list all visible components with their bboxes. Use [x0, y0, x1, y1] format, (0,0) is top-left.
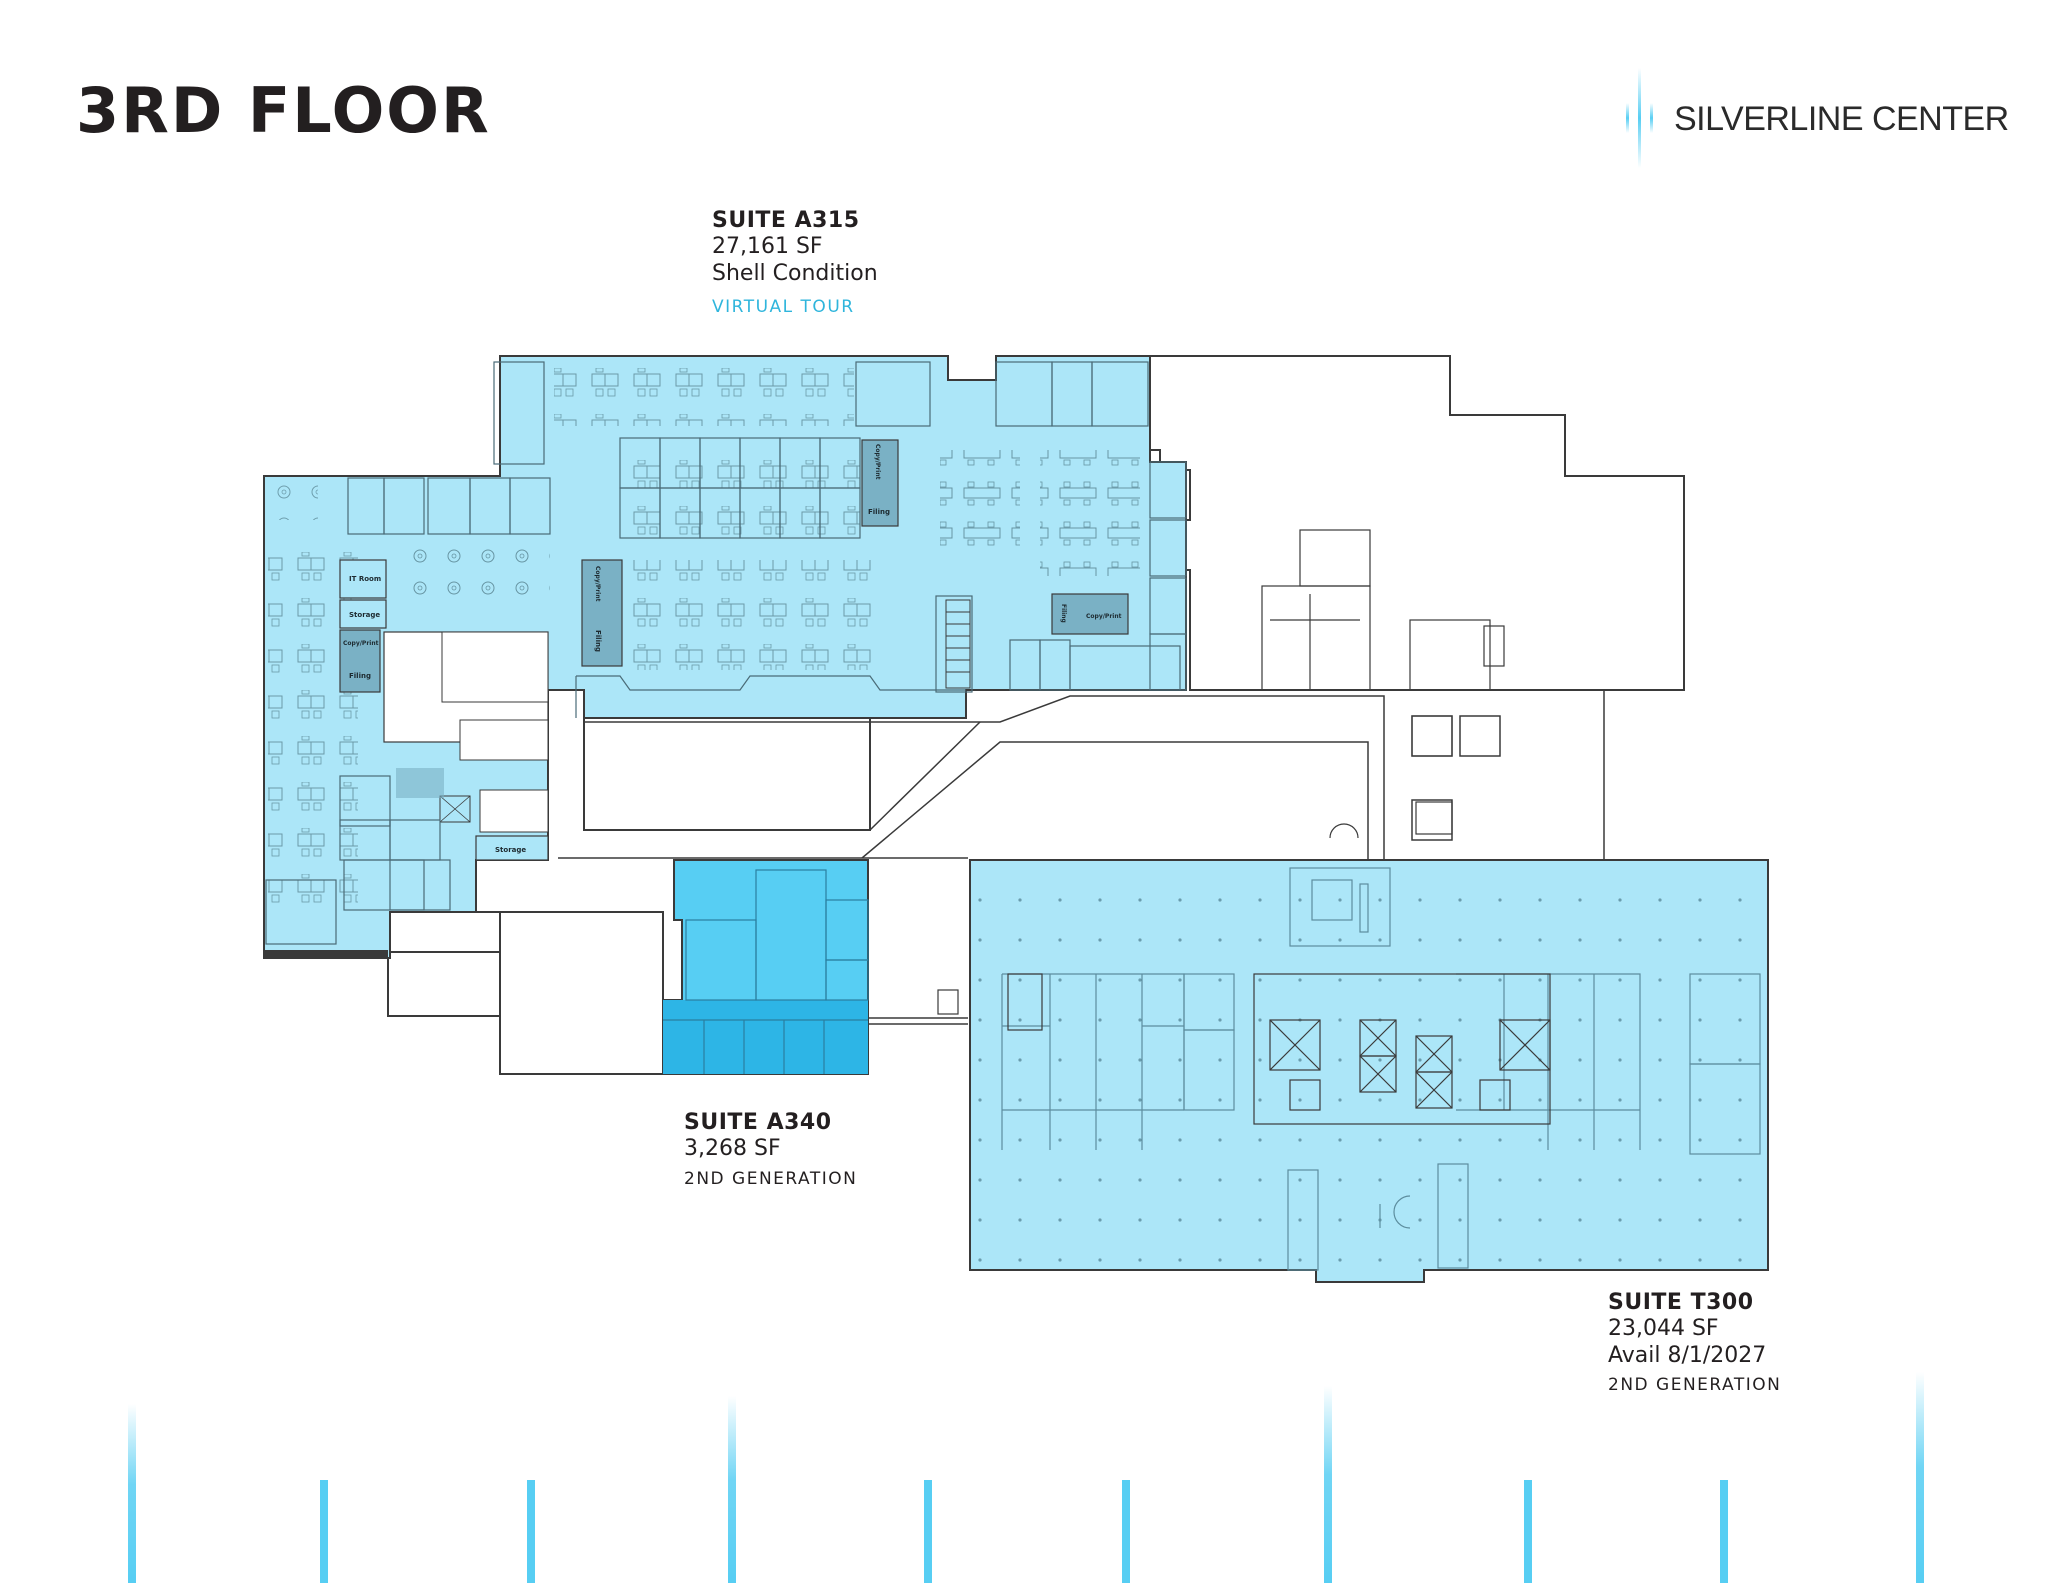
suite-status: Avail 8/1/2027	[1608, 1342, 1767, 1368]
room-label-filing: Filing	[1060, 604, 1067, 623]
brand-name: SILVERLINE CENTER	[1674, 100, 2009, 138]
light-bar	[1122, 1480, 1130, 1583]
light-bar	[1720, 1480, 1728, 1583]
southwest-ledge	[387, 951, 501, 1017]
suite-area: 23,044 SF	[1608, 1316, 1719, 1342]
elevator-icon	[1459, 715, 1501, 757]
room-label-copy-print: Copy/Print	[594, 566, 601, 602]
page-title: 3RD FLOOR	[76, 74, 491, 147]
suite-t300-label: SUITE T300 23,044 SF Avail 8/1/2027 2ND …	[1608, 1290, 1781, 1396]
a315-service-rooms	[339, 439, 1129, 861]
light-beam-logo-icon	[1626, 68, 1653, 168]
room-label-storage: Storage	[495, 846, 526, 854]
t300-partitions	[1001, 867, 1761, 1271]
suite-condition: 2ND GENERATION	[1608, 1375, 1782, 1396]
light-bar	[527, 1480, 535, 1583]
a340-partitions	[663, 869, 869, 1074]
light-bar	[1324, 1386, 1332, 1583]
light-bar	[1524, 1480, 1532, 1583]
south-shell-area	[390, 911, 664, 1075]
suite-area: 3,268 SF	[684, 1136, 781, 1162]
elevator-icon	[1411, 715, 1453, 757]
connectors	[937, 973, 1043, 1031]
room-label-copy-print: Copy/Print	[874, 444, 881, 480]
brand-logo: SILVERLINE CENTER	[1620, 68, 2020, 178]
room-label-filing: Filing	[868, 508, 890, 516]
suite-name: SUITE A315	[712, 208, 860, 233]
suite-condition: 2ND GENERATION	[684, 1168, 858, 1189]
virtual-tour-link[interactable]: VIRTUAL TOUR	[712, 297, 855, 318]
suite-a340[interactable]	[662, 859, 869, 1075]
suite-name: SUITE T300	[1608, 1290, 1754, 1315]
light-bar	[728, 1396, 736, 1583]
room-label-copy-print: Copy/Print	[1086, 613, 1122, 620]
stair-icon	[945, 599, 971, 689]
room-label-filing: Filing	[594, 630, 602, 652]
elevator-icon	[1411, 799, 1453, 841]
suite-status: Shell Condition	[712, 260, 878, 286]
suite-a315[interactable]: IT Room Storage Copy/Print Filing Storag…	[263, 355, 1187, 959]
suite-a315-label: SUITE A315 27,161 SF Shell Condition VIR…	[712, 208, 878, 318]
light-bar	[1916, 1372, 1924, 1583]
suite-area: 27,161 SF	[712, 234, 823, 260]
room-label-filing: Filing	[349, 672, 371, 680]
room-label-it-room: IT Room	[349, 575, 381, 583]
suite-a340-label: SUITE A340 3,268 SF 2ND GENERATION	[684, 1110, 857, 1189]
room-label-storage: Storage	[349, 611, 380, 619]
light-bar	[320, 1480, 328, 1583]
light-bar	[128, 1404, 136, 1583]
a315-partitions	[264, 361, 1187, 958]
a315-room-labels: IT Room Storage Copy/Print Filing Storag…	[343, 444, 1122, 854]
corridor	[558, 690, 1605, 1025]
room-label-copy-print: Copy/Print	[343, 640, 379, 647]
suite-t300[interactable]	[969, 859, 1769, 1283]
light-bar	[924, 1480, 932, 1583]
suite-name: SUITE A340	[684, 1110, 832, 1135]
